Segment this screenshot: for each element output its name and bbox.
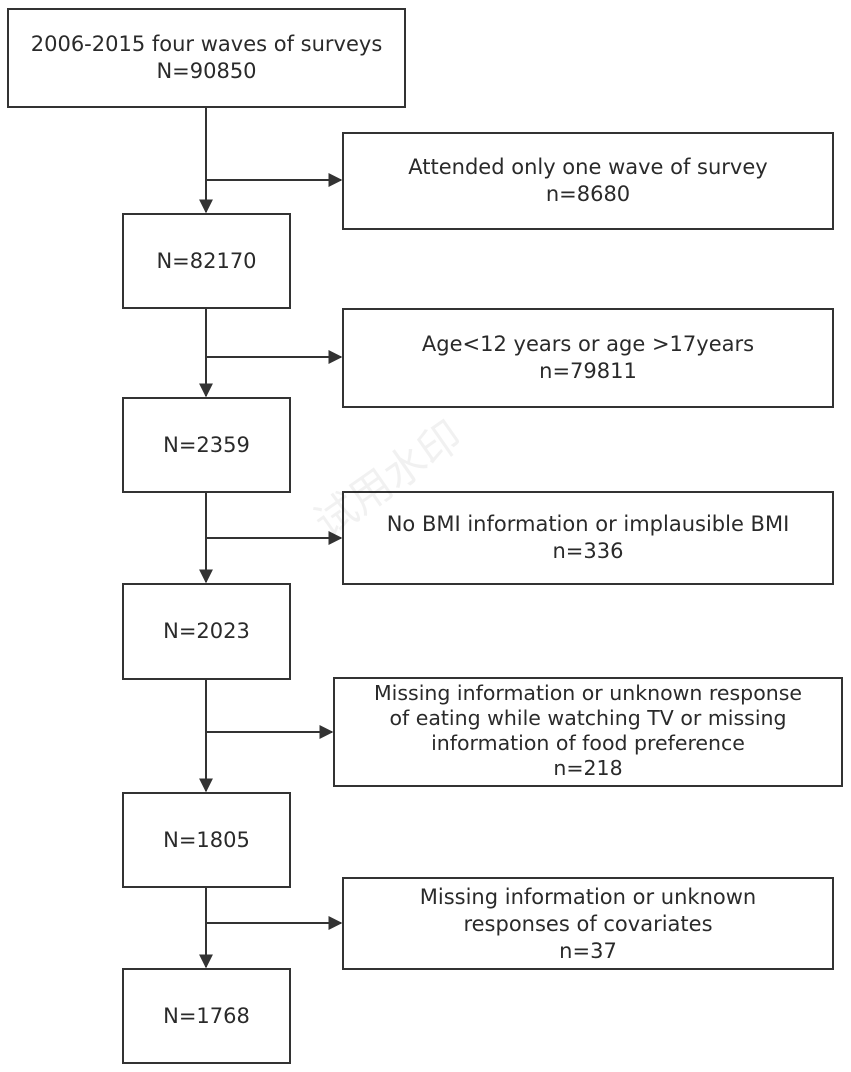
box-line: N=82170 [156,248,257,273]
box-line: Age<12 years or age >17years [421,332,755,356]
box-line: information of food preference [431,731,745,755]
cohort-box-2: N=82170 [122,213,291,309]
box-line: of eating while watching TV or missing [389,706,787,730]
box-line: No BMI information or implausible BMI [386,512,790,536]
box-line: N=1805 [163,827,250,852]
box-line: Missing information or unknown response [373,681,803,705]
box-line: Missing information or unknown [419,885,757,909]
cohort-box-3: N=2359 [122,397,291,493]
box-line: n=8680 [545,182,631,206]
exclusion-box-2: Age<12 years or age >17years n=79811 [342,308,834,408]
exclusion-box-4: Missing information or unknown response … [333,677,843,787]
cohort-box-initial: 2006-2015 four waves of surveys N=90850 [7,8,406,108]
exclusion-box-1: Attended only one wave of survey n=8680 [342,132,834,230]
box-line: n=336 [552,539,624,563]
cohort-box-final: N=1768 [122,968,291,1064]
box-line: N=2023 [163,619,250,643]
cohort-box-4: N=2023 [122,583,291,680]
box-line: N=2359 [163,432,250,457]
exclusion-box-3: No BMI information or implausible BMI n=… [342,491,834,585]
box-line: 2006-2015 four waves of surveys [30,32,383,56]
exclusion-box-5: Missing information or unknown responses… [342,877,834,970]
box-line: n=37 [559,939,617,963]
box-line: n=218 [553,756,623,780]
box-line: n=79811 [539,359,637,383]
box-line: N=90850 [156,59,257,83]
box-line: Attended only one wave of survey [408,155,768,179]
box-line: responses of covariates [463,912,713,936]
box-line: N=1768 [163,1003,250,1028]
cohort-box-5: N=1805 [122,792,291,888]
